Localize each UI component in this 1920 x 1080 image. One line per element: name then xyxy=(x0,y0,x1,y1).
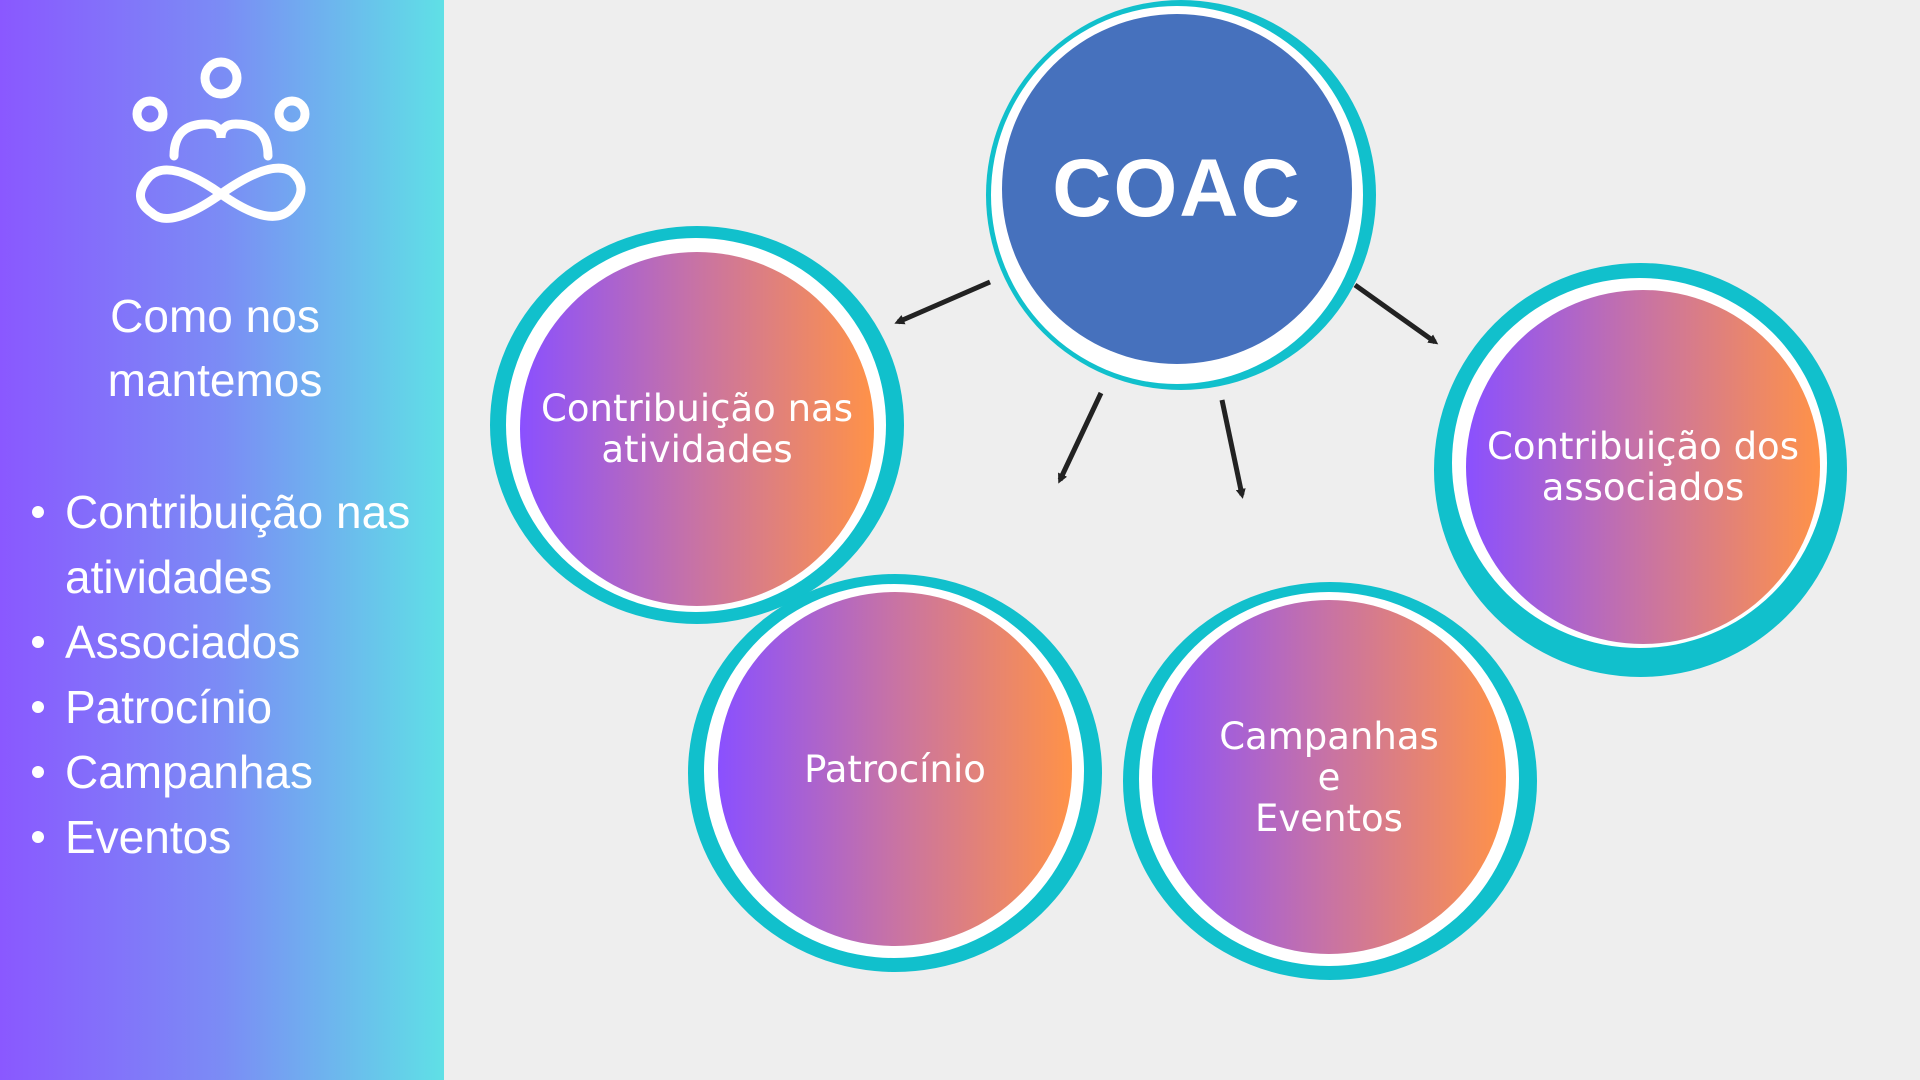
community-logo-icon xyxy=(132,57,310,223)
node-associados: Contribuição dos associados xyxy=(1466,290,1820,644)
node-associados-line: Contribuição dos xyxy=(1487,425,1799,468)
arrow-to-campanhas xyxy=(1219,399,1246,499)
list-item-eventos: Eventos xyxy=(28,805,438,870)
node-atividades-text: Contribuição nas atividades xyxy=(541,388,853,470)
sidebar-title-line1: Como nos xyxy=(110,290,320,342)
list-item-line: Contribuição nas xyxy=(65,486,411,538)
coac-label: COAC xyxy=(1052,143,1302,234)
list-item-associados: Associados xyxy=(28,610,438,675)
list-item-line: Eventos xyxy=(65,811,232,863)
node-campanhas-line: Eventos xyxy=(1255,796,1403,840)
sidebar: Como nos mantemos Contribuição nas ativi… xyxy=(0,0,444,1080)
node-campanhas-text: Campanhas e Eventos xyxy=(1219,716,1439,839)
list-item-line: Patrocínio xyxy=(65,681,273,733)
arrow-to-associados xyxy=(1353,282,1439,345)
node-campanhas: Campanhas e Eventos xyxy=(1152,600,1506,954)
node-patrocinio-line: Patrocínio xyxy=(804,747,986,791)
arrow-to-atividades xyxy=(894,279,991,325)
coac-node: COAC xyxy=(1002,14,1352,364)
list-item-line: Associados xyxy=(65,616,301,668)
node-atividades-line: atividades xyxy=(601,428,793,471)
sidebar-list: Contribuição nas atividades Associados P… xyxy=(28,480,438,870)
sidebar-title-line2: mantemos xyxy=(107,354,323,406)
node-atividades-line: Contribuição nas xyxy=(541,387,853,430)
node-associados-line: associados xyxy=(1541,466,1745,509)
node-atividades: Contribuição nas atividades xyxy=(520,252,874,606)
sidebar-title: Como nos mantemos xyxy=(60,284,370,412)
list-item-line: Campanhas xyxy=(65,746,314,798)
list-item-contribuicao: Contribuição nas atividades xyxy=(28,480,438,610)
list-item-line: atividades xyxy=(65,551,273,603)
node-campanhas-line: Campanhas xyxy=(1219,714,1439,758)
node-campanhas-line: e xyxy=(1317,755,1341,799)
node-patrocinio-text: Patrocínio xyxy=(804,749,986,790)
node-associados-text: Contribuição dos associados xyxy=(1487,426,1799,508)
list-item-patrocinio: Patrocínio xyxy=(28,675,438,740)
arrow-to-patrocinio xyxy=(1057,391,1104,484)
node-patrocinio: Patrocínio xyxy=(718,592,1072,946)
list-item-campanhas: Campanhas xyxy=(28,740,438,805)
